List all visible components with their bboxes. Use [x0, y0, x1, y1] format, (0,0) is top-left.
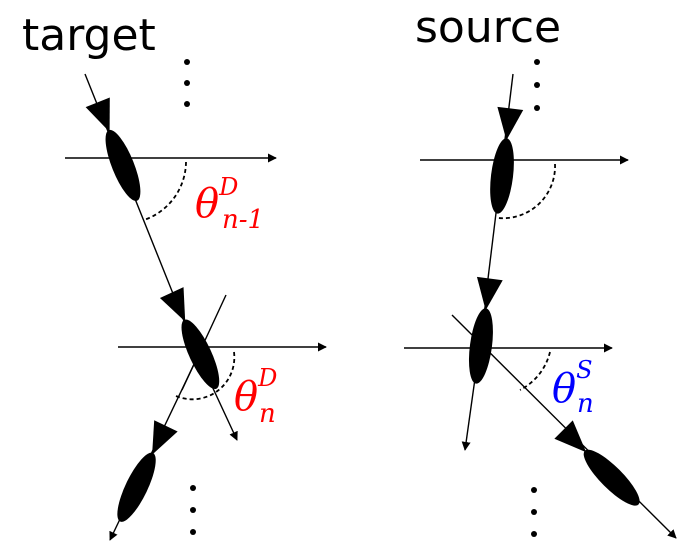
target-fish-1 — [85, 97, 150, 206]
source-fish-1 — [484, 106, 524, 216]
target-fish-3 — [108, 420, 178, 528]
continuation-dots-bottom-right — [531, 487, 537, 537]
angle-arc-theta-target — [175, 351, 236, 401]
angle-arc-theta-source — [519, 351, 551, 391]
source-panel-title: source — [415, 2, 561, 53]
continuation-dots-bottom-left — [190, 485, 196, 535]
target-panel-title: target — [22, 10, 156, 61]
continuation-dots-top-right — [534, 59, 540, 111]
angle-arc-source-1 — [497, 163, 556, 220]
angle-arc-theta-prev-target — [143, 161, 187, 221]
source-fish-3 — [554, 420, 648, 514]
target-fish-2 — [159, 287, 229, 395]
continuation-dots-top-left — [184, 59, 190, 107]
